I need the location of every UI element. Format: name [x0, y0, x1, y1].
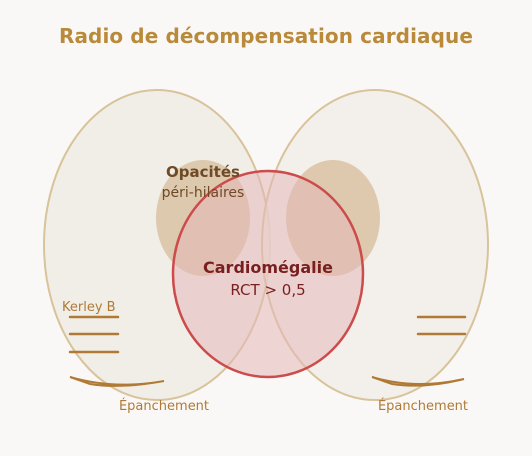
kerley-b-lines [68, 315, 120, 354]
opacites-label-line1: Opacités [166, 163, 240, 181]
right-effusion [371, 376, 465, 387]
rct-label: RCT > 0,5 [230, 281, 305, 299]
kerley-b-label: Kerley B [62, 300, 116, 315]
diagram-title: Radio de décompensation cardiaque [58, 24, 474, 48]
right-septal-lines [416, 315, 467, 336]
left-effusion [69, 376, 165, 387]
right-epanchement-label: Épanchement [378, 398, 468, 414]
enlarged-heart [171, 169, 365, 379]
cardiomegalie-label: Cardiomégalie [203, 258, 333, 277]
opacites-label-line2: péri-hilaires [162, 185, 245, 201]
left-epanchement-label: Épanchement [119, 398, 209, 414]
